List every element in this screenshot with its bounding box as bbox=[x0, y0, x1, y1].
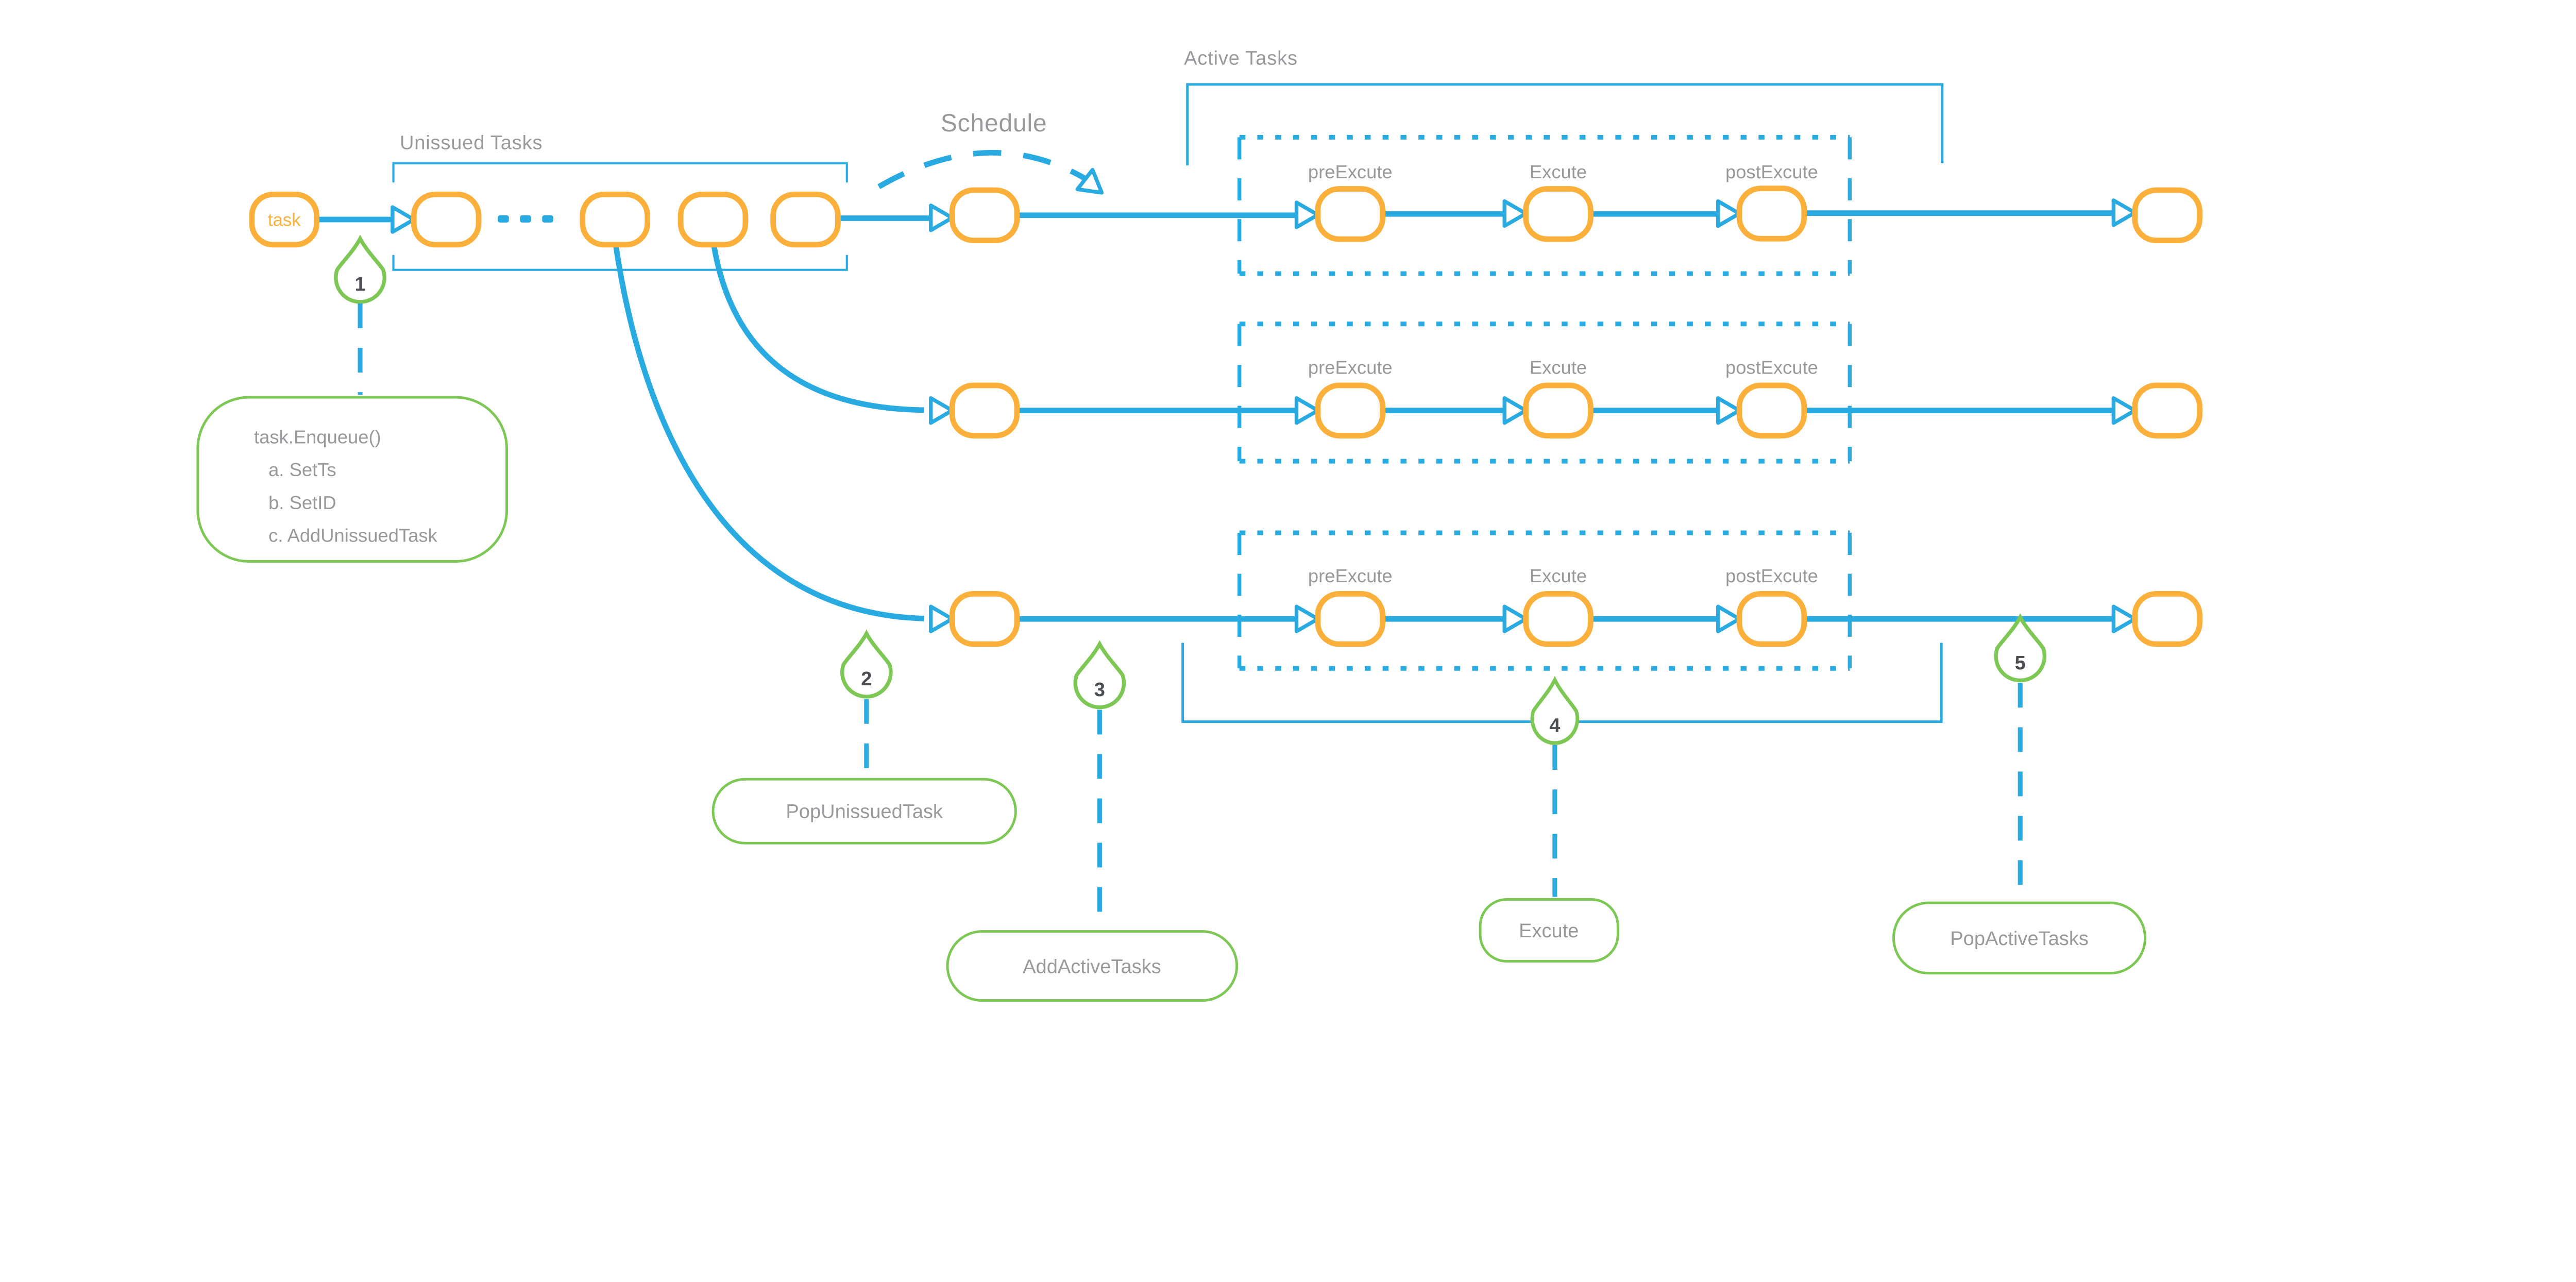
post-execute-label-row1: postExcute bbox=[1725, 161, 1818, 182]
enqueue-box bbox=[196, 396, 509, 563]
arrow-sched2-pre2 bbox=[1297, 398, 1318, 423]
post-execute-node-row2 bbox=[1739, 385, 1804, 436]
scheduled-node-row1 bbox=[952, 190, 1017, 241]
unissued-queue-node-1 bbox=[414, 194, 479, 245]
add-active-label: AddActiveTasks bbox=[1023, 956, 1161, 978]
execute-node-row3 bbox=[1526, 594, 1591, 644]
execute-node-row2 bbox=[1526, 385, 1591, 436]
schedule-arc bbox=[877, 150, 1088, 190]
arrow-pre3-exec3 bbox=[1504, 606, 1526, 631]
execute-label-row3: Excute bbox=[1530, 565, 1587, 586]
worker-box-row1 bbox=[1237, 134, 1852, 276]
unissued-queue-node-4 bbox=[773, 194, 838, 245]
schedule-label: Schedule bbox=[941, 110, 1047, 137]
pre-execute-label-row1: preExcute bbox=[1308, 161, 1393, 182]
pop-active-box bbox=[1892, 901, 2147, 975]
arrow-post1-end1 bbox=[2113, 200, 2134, 225]
scheduled-node-row3 bbox=[952, 594, 1017, 644]
callout-add-active: 3 AddActiveTasks bbox=[946, 644, 1239, 1002]
pop-unissued-box bbox=[711, 778, 1017, 845]
execute-label-row1: Excute bbox=[1530, 161, 1587, 182]
execute-label-row2: Excute bbox=[1530, 357, 1587, 378]
pop-unissued-label: PopUnissuedTask bbox=[786, 801, 943, 823]
active-tasks-label: Active Tasks bbox=[1184, 48, 1298, 70]
marker-1-number: 1 bbox=[354, 274, 365, 295]
enqueue-line-1: task.Enqueue() bbox=[254, 426, 381, 447]
arrow-queue-sched2 bbox=[931, 398, 952, 423]
end-node-row3 bbox=[2135, 594, 2200, 644]
enqueue-line-3: b. SetID bbox=[268, 492, 336, 513]
pre-execute-node-row2 bbox=[1318, 385, 1383, 436]
pre-execute-label-row2: preExcute bbox=[1308, 357, 1393, 378]
end-node-row1 bbox=[2135, 190, 2200, 241]
arrow-pre1-exec1 bbox=[1504, 201, 1526, 226]
enqueue-line-4: c. AddUnissuedTask bbox=[268, 525, 437, 546]
execute-box-label: Excute bbox=[1519, 920, 1579, 942]
post-execute-node-row1 bbox=[1739, 189, 1804, 239]
arrow-task-queue bbox=[393, 207, 414, 232]
arrow-pre2-exec2 bbox=[1504, 398, 1526, 423]
unissued-queue-node-2 bbox=[583, 194, 648, 245]
post-execute-label-row3: postExcute bbox=[1725, 565, 1818, 586]
arrow-queue-sched1 bbox=[931, 206, 952, 230]
unissued-bracket-top bbox=[392, 162, 848, 183]
arrow-exec2-post2 bbox=[1718, 398, 1739, 423]
arrow-sched1-pre1 bbox=[1297, 203, 1318, 227]
arrow-exec3-post3 bbox=[1718, 606, 1739, 631]
queue-ellipsis bbox=[498, 215, 553, 223]
callout-pop-unissued: 2 PopUnissuedTask bbox=[711, 633, 1017, 845]
callout-enqueue: 1 task.Enqueue() a. SetTs b. SetID c. Ad… bbox=[196, 239, 509, 563]
marker-3-number: 3 bbox=[1094, 679, 1105, 701]
arrow-post3-end3 bbox=[2113, 606, 2134, 631]
pre-execute-label-row3: preExcute bbox=[1308, 565, 1393, 586]
task-node-label: task bbox=[268, 210, 301, 230]
post-execute-label-row2: postExcute bbox=[1725, 357, 1818, 378]
scheduled-node-row2 bbox=[952, 385, 1017, 436]
task-scheduler-diagram: Unissued Tasks Schedule Active Tasks pre… bbox=[196, 47, 2202, 1002]
arrow-sched3-pre3 bbox=[1297, 606, 1318, 631]
end-node-row2 bbox=[2135, 385, 2200, 436]
pop-active-label: PopActiveTasks bbox=[1950, 928, 2089, 950]
arrow-post2-end2 bbox=[2113, 398, 2134, 423]
marker-5-number: 5 bbox=[2015, 652, 2026, 674]
execute-box bbox=[1479, 898, 1619, 963]
post-execute-node-row3 bbox=[1739, 594, 1804, 644]
enqueue-line-2: a. SetTs bbox=[268, 459, 336, 480]
pre-execute-node-row3 bbox=[1318, 594, 1383, 644]
add-active-box bbox=[946, 930, 1239, 1002]
edge-queue-sched2-curve bbox=[711, 245, 924, 413]
callout-pop-active: 5 PopActiveTasks bbox=[1892, 617, 2147, 975]
diagram-stage: Unissued Tasks Schedule Active Tasks pre… bbox=[196, 47, 2202, 1002]
worker-box-row3 bbox=[1237, 530, 1852, 671]
edge-queue-sched3-curve bbox=[613, 245, 924, 621]
worker-box-row2 bbox=[1237, 322, 1852, 464]
marker-4-number: 4 bbox=[1549, 715, 1560, 736]
marker-2-number: 2 bbox=[861, 668, 872, 690]
execute-node-row1 bbox=[1526, 189, 1591, 239]
unissued-tasks-label: Unissued Tasks bbox=[400, 132, 543, 154]
arrow-exec1-post1 bbox=[1718, 201, 1739, 226]
pre-execute-node-row1 bbox=[1318, 189, 1383, 239]
arrow-queue-sched3 bbox=[931, 606, 952, 631]
active-tasks-bracket-top bbox=[1186, 83, 1944, 165]
unissued-queue-node-3 bbox=[681, 194, 745, 245]
callout-execute: 4 Excute bbox=[1479, 680, 1619, 963]
